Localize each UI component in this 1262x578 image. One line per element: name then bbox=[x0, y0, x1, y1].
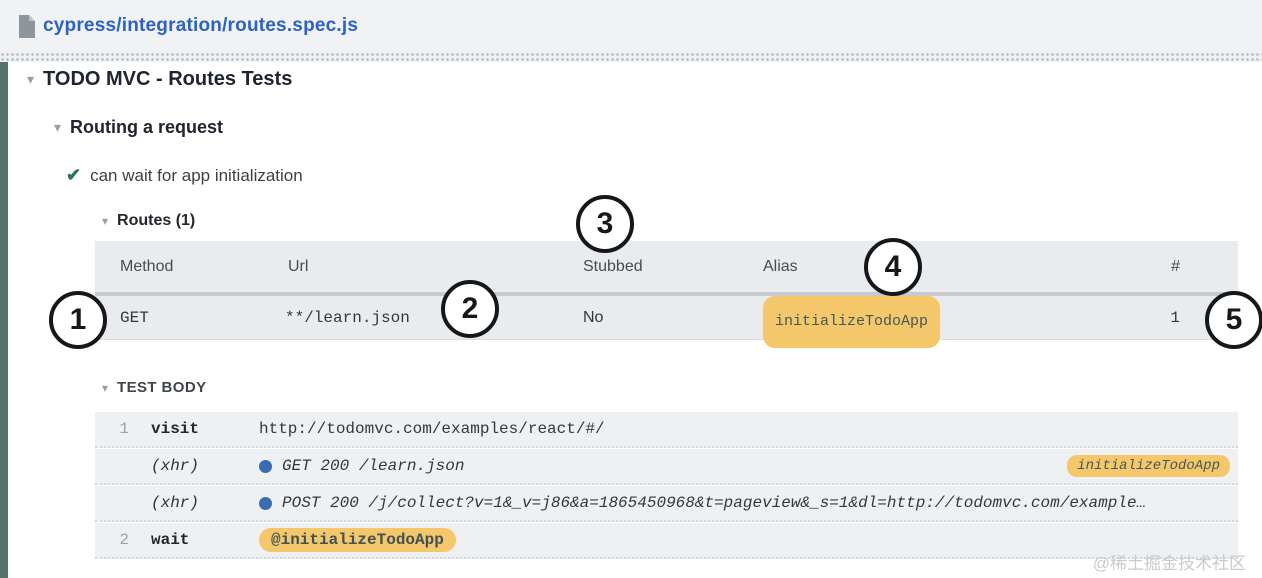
command-method: (xhr) bbox=[151, 457, 200, 475]
command-row[interactable]: 1 visit http://todomvc.com/examples/react/… bbox=[95, 412, 1238, 448]
xhr-status-dot-icon bbox=[259, 496, 272, 510]
column-count: # bbox=[1171, 258, 1180, 275]
suite-outer: ▾ TODO MVC - Routes Tests bbox=[27, 68, 292, 91]
route-method: GET bbox=[120, 309, 149, 327]
suite-inner: ▾ Routing a request bbox=[54, 117, 223, 138]
chevron-down-icon[interactable]: ▾ bbox=[27, 71, 35, 87]
command-method: visit bbox=[151, 420, 200, 438]
column-stubbed: Stubbed bbox=[583, 258, 643, 275]
routes-table-header: Method Url Stubbed Alias # bbox=[95, 241, 1238, 292]
route-stubbed: No bbox=[583, 309, 604, 326]
chevron-down-icon[interactable]: ▾ bbox=[102, 380, 109, 395]
annotation-circle-2: 2 bbox=[441, 280, 499, 338]
chevron-down-icon[interactable]: ▾ bbox=[102, 214, 109, 228]
annotation-circle-1: 1 bbox=[49, 291, 107, 349]
routes-table: Method Url Stubbed Alias # GET **/learn.… bbox=[95, 241, 1238, 348]
test-result-row: ✔ can wait for app initialization bbox=[66, 165, 303, 186]
annotation-circle-4: 4 bbox=[864, 238, 922, 296]
route-url: **/learn.json bbox=[285, 309, 410, 327]
route-count: 1 bbox=[1170, 309, 1180, 327]
command-message: http://todomvc.com/examples/react/#/ bbox=[259, 420, 1238, 438]
command-number: 2 bbox=[119, 531, 129, 549]
chevron-down-icon[interactable]: ▾ bbox=[54, 119, 62, 135]
command-message: GET 200 /learn.json bbox=[259, 457, 1067, 475]
annotation-circle-5: 5 bbox=[1205, 291, 1262, 349]
command-list: 1 visit http://todomvc.com/examples/react/… bbox=[95, 412, 1238, 560]
annotation-circle-3: 3 bbox=[576, 195, 634, 253]
watermark: @稀土掘金技术社区 bbox=[1092, 554, 1246, 573]
table-divider bbox=[95, 292, 1238, 296]
test-body-title[interactable]: TEST BODY bbox=[117, 379, 207, 396]
command-row[interactable]: (xhr) POST 200 /j/collect?v=1&_v=j86&a=18… bbox=[95, 486, 1238, 522]
command-message-text: POST 200 /j/collect?v=1&_v=j86&a=1865450… bbox=[282, 494, 1147, 512]
routes-title[interactable]: Routes (1) bbox=[117, 212, 196, 229]
route-row: GET **/learn.json No initializeTodoApp 1 bbox=[95, 296, 1238, 348]
command-message-text: http://todomvc.com/examples/react/#/ bbox=[259, 420, 605, 438]
routes-section-header: ▾ Routes (1) bbox=[102, 212, 195, 230]
command-method: wait bbox=[151, 531, 190, 549]
xhr-status-dot-icon bbox=[259, 459, 272, 473]
suite-title[interactable]: TODO MVC - Routes Tests bbox=[43, 68, 293, 90]
spec-header: cypress/integration/routes.spec.js bbox=[0, 0, 1262, 52]
command-message-text: GET 200 /learn.json bbox=[282, 457, 465, 475]
alias-reference-badge: @initializeTodoApp bbox=[259, 528, 456, 552]
header-divider bbox=[0, 52, 1262, 62]
test-title[interactable]: can wait for app initialization bbox=[90, 165, 303, 185]
command-message: @initializeTodoApp bbox=[259, 528, 1238, 552]
command-row[interactable]: (xhr) GET 200 /learn.json initializeTodoAp… bbox=[95, 449, 1238, 485]
suite-title[interactable]: Routing a request bbox=[70, 117, 224, 137]
alias-badge: initializeTodoApp bbox=[1067, 455, 1230, 477]
command-message: POST 200 /j/collect?v=1&_v=j86&a=1865450… bbox=[259, 494, 1238, 512]
column-method: Method bbox=[120, 258, 174, 275]
file-icon bbox=[19, 14, 35, 38]
test-body-section-header: ▾ TEST BODY bbox=[102, 379, 206, 396]
command-row[interactable]: 2 wait @initializeTodoApp bbox=[95, 523, 1238, 559]
spec-file-link[interactable]: cypress/integration/routes.spec.js bbox=[43, 15, 359, 36]
column-alias: Alias bbox=[763, 258, 798, 275]
runnable-state-bar bbox=[0, 62, 8, 578]
alias-badge: initializeTodoApp bbox=[763, 296, 941, 348]
command-number: 1 bbox=[119, 420, 129, 438]
command-method: (xhr) bbox=[151, 494, 200, 512]
test-passed-icon: ✔ bbox=[66, 165, 82, 185]
column-url: Url bbox=[288, 258, 309, 275]
